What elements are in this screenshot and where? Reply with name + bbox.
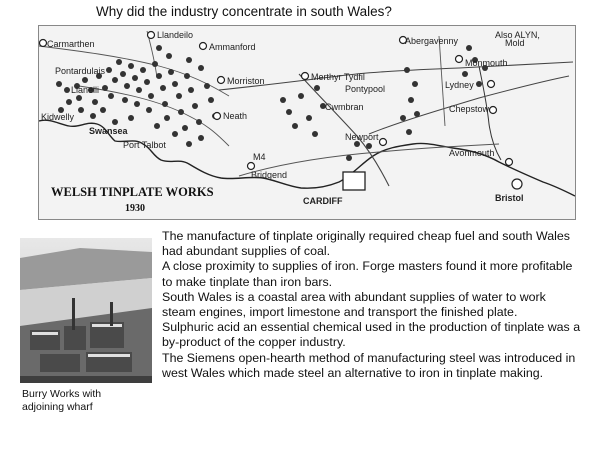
label-bristol: Bristol	[495, 193, 524, 203]
label-monmouth: Monmouth	[465, 58, 508, 68]
label-also-alyn: Also ALYN,	[495, 30, 540, 40]
label-lydney: Lydney	[445, 80, 474, 90]
photo-chimney	[72, 298, 75, 330]
label-chepstow: Chepstow	[449, 104, 490, 114]
label-pontypool: Pontypool	[345, 84, 385, 94]
label-pontardulais: Pontardulais	[55, 66, 106, 76]
road-east	[368, 75, 570, 135]
label-merthyr-tydfil: Merthyr Tydfil	[311, 72, 365, 82]
wye-river	[478, 65, 502, 161]
label-ammanford: Ammanford	[209, 42, 256, 52]
label-abergavenny: Abergavenny	[405, 36, 459, 46]
town-markers	[39, 30, 523, 190]
reason-sulphuric-acid: Sulphuric acid an essential chemical use…	[162, 320, 581, 350]
label-m4: M4	[253, 152, 266, 162]
label-avonmouth: Avonmouth	[449, 148, 494, 158]
reason-iron: A close proximity to supplies of iron. F…	[162, 259, 573, 289]
label-morriston: Morriston	[227, 76, 265, 86]
label-cwmbran: Cwmbran	[325, 102, 364, 112]
label-neath: Neath	[223, 111, 247, 121]
label-newport: Newport	[345, 132, 379, 142]
coastline	[39, 119, 575, 197]
road-abergavenny	[438, 35, 446, 127]
page-title: Why did the industry concentrate in sout…	[96, 4, 392, 19]
map-title: WELSH TINPLATE WORKS	[51, 185, 214, 199]
photo-caption: Burry Works with adjoining wharf	[22, 388, 102, 413]
label-llandeilo: Llandeilo	[157, 30, 193, 40]
photo-distant-land	[20, 248, 152, 290]
label-port-talbot: Port Talbot	[123, 140, 166, 150]
label-kidwelly: Kidwelly	[41, 112, 75, 122]
road-merthyr-cardiff	[298, 73, 390, 187]
reason-siemens-steel: The Siemens open-hearth method of manufa…	[162, 350, 576, 380]
map-graphic: Carmarthen Llandeilo Ammanford Pontardul…	[39, 26, 575, 219]
photo-graphic	[20, 238, 152, 383]
label-bridgend: Bridgend	[251, 170, 287, 180]
label-swansea: Swansea	[89, 126, 129, 136]
label-mold: Mold	[505, 38, 525, 48]
label-cardiff: CARDIFF	[303, 196, 343, 206]
welsh-tinplate-map: Carmarthen Llandeilo Ammanford Pontardul…	[38, 25, 576, 220]
photo-chimney-2	[110, 302, 113, 326]
photo-estuary	[20, 278, 152, 326]
reason-water: South Wales is a coastal area with abund…	[162, 289, 546, 320]
map-year: 1930	[125, 203, 145, 214]
reasons-text: The manufacture of tinplate originally r…	[162, 229, 582, 381]
reason-coal: The manufacture of tinplate originally r…	[162, 229, 570, 259]
map-background	[39, 26, 575, 219]
label-llanelli: Llanelli	[71, 85, 99, 95]
m4-motorway	[238, 143, 500, 177]
works-dots	[56, 45, 488, 161]
road-north	[218, 61, 574, 91]
photo-roofs	[32, 324, 130, 357]
cardiff-marker	[342, 171, 366, 191]
road-south-west	[78, 85, 230, 147]
label-carmarthen: Carmarthen	[47, 39, 95, 49]
burry-works-photo	[20, 238, 152, 383]
